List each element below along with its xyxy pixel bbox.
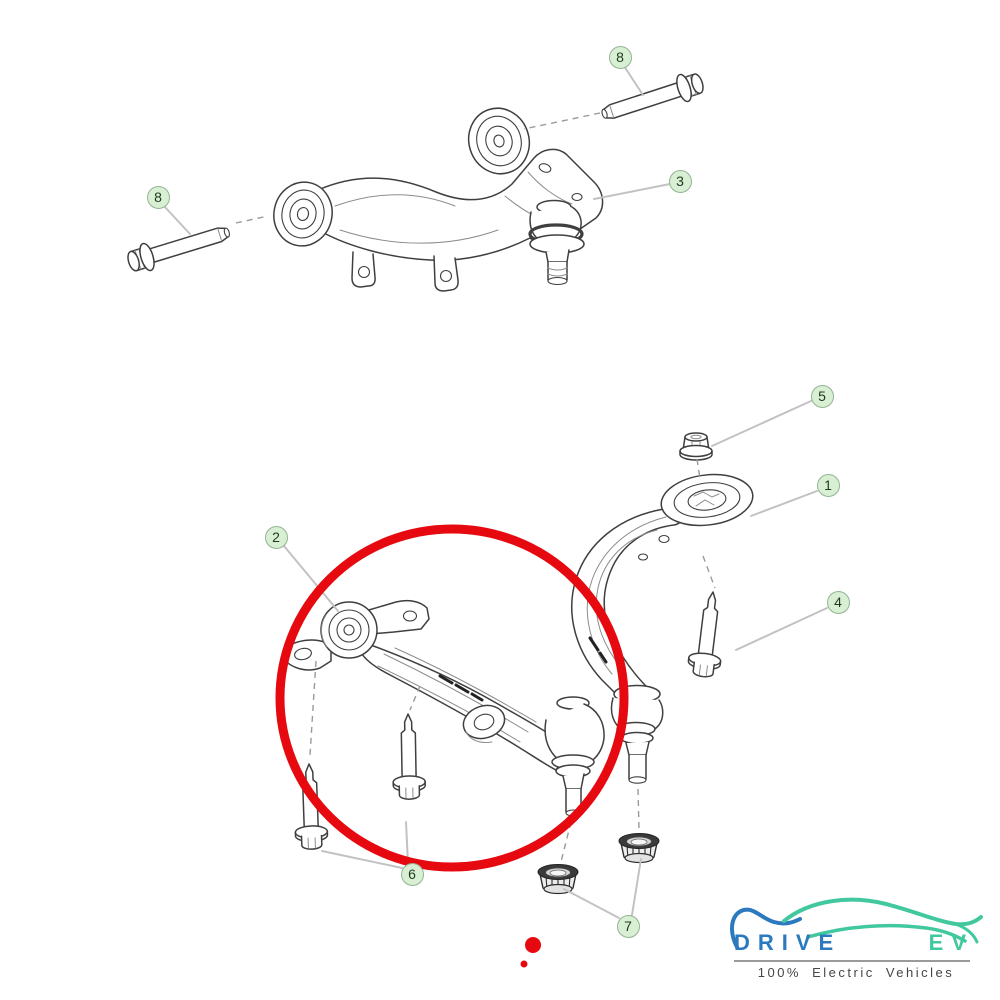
callout-2[interactable]: 2: [264, 525, 288, 549]
bolt-4-drawing: [685, 589, 730, 680]
callout-6[interactable]: 6: [400, 862, 424, 886]
callout-label: 3: [676, 173, 684, 189]
nut-7a-drawing: [537, 863, 579, 895]
callout-3[interactable]: 3: [668, 169, 692, 193]
callout-8-left[interactable]: 8: [146, 185, 170, 209]
logo-brand-text: DRIVE EV: [734, 932, 974, 954]
callout-label: 7: [624, 918, 632, 934]
callout-leader-lines: [163, 65, 828, 919]
callout-label: 4: [834, 594, 842, 610]
assembly-dashed-lines: [235, 112, 716, 863]
upper-control-arm-drawing: [273, 107, 604, 292]
drive-ev-logo: DRIVE EV 100% Electric Vehicles: [722, 892, 990, 992]
callout-1[interactable]: 1: [816, 473, 840, 497]
bolt-8-left-drawing: [123, 217, 234, 277]
logo-tagline: 100% Electric Vehicles: [757, 965, 955, 980]
logo-brand-drive: DRIVE: [734, 930, 842, 955]
logo-brand-ev: EV: [928, 930, 974, 955]
callout-label: 1: [824, 477, 832, 493]
highlight-circle: [275, 524, 629, 872]
callout-4[interactable]: 4: [826, 590, 850, 614]
callout-label: 5: [818, 388, 826, 404]
callout-label: 8: [616, 49, 624, 65]
callout-7[interactable]: 7: [616, 914, 640, 938]
logo-divider: [734, 960, 970, 962]
callout-8-top-right[interactable]: 8: [608, 45, 632, 69]
red-dot-small: [520, 960, 528, 968]
bolt-6b-drawing: [391, 712, 427, 801]
callout-label: 6: [408, 866, 416, 882]
red-dot-large: [525, 937, 541, 953]
callout-label: 2: [272, 529, 280, 545]
flange-nut-5-drawing: [679, 432, 713, 461]
callout-label: 8: [154, 189, 162, 205]
bolt-8-right-drawing: [597, 68, 708, 129]
car-silhouette-icon: [730, 897, 983, 949]
nut-7b-drawing: [618, 832, 660, 864]
rear-lower-arm-drawing: [571, 473, 754, 784]
callout-5[interactable]: 5: [810, 384, 834, 408]
front-lower-arm-drawing: [282, 599, 605, 817]
